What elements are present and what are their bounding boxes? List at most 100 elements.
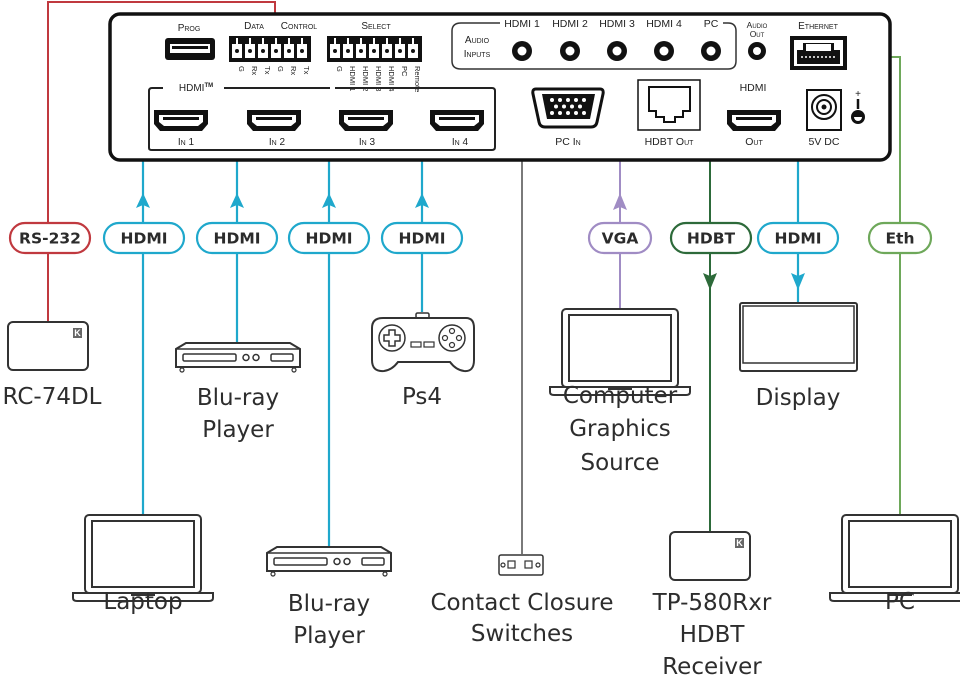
audio-inputs-label-2: Inputs bbox=[464, 49, 491, 60]
device-contact-closure-label-1: Contact Closure bbox=[431, 590, 614, 616]
audio-input-jack-icon[interactable] bbox=[560, 41, 580, 61]
arrow-up-vga bbox=[613, 193, 627, 210]
hdmi-in1-label: In 1 bbox=[178, 137, 195, 148]
svg-text:HDMI: HDMI bbox=[774, 230, 821, 248]
hdmi-out-top-label: HDMI bbox=[740, 82, 767, 94]
select-pin-label: HDMI 3 bbox=[374, 66, 383, 91]
device-receiver[interactable] bbox=[669, 531, 751, 581]
audio-input-name: HDMI 3 bbox=[599, 18, 635, 30]
cable-label-hdmi-out: HDMI bbox=[756, 221, 840, 255]
audio-out-jack-icon[interactable] bbox=[748, 42, 766, 60]
data-pin-label: Tx bbox=[302, 66, 311, 75]
power-jack-icon[interactable] bbox=[806, 89, 842, 131]
audio-out-label-2: Out bbox=[750, 29, 765, 39]
audio-input-name: PC bbox=[704, 18, 719, 30]
device-ps4-label: Ps4 bbox=[402, 384, 442, 410]
svg-text:Eth: Eth bbox=[885, 230, 914, 248]
svg-text:HDMI: HDMI bbox=[120, 230, 167, 248]
device-display-monitor[interactable] bbox=[739, 302, 858, 372]
arrow-down-hdmi-out bbox=[791, 273, 805, 290]
data-label: Data bbox=[244, 21, 264, 32]
audio-input-jack-icon[interactable] bbox=[701, 41, 721, 61]
audio-inputs-label-1: Audio bbox=[465, 35, 490, 46]
hdmi-in1-port[interactable] bbox=[154, 110, 208, 131]
data-pin-label: Tx bbox=[263, 66, 272, 75]
pc-in-label: PC In bbox=[555, 136, 580, 148]
svg-text:HDBT: HDBT bbox=[687, 230, 736, 248]
hdmi-in4-port[interactable] bbox=[430, 110, 484, 131]
svg-text:+: + bbox=[855, 89, 861, 100]
cable-label-hdmi-in3: HDMI bbox=[287, 221, 371, 255]
select-pin-label: HDMI 1 bbox=[348, 66, 357, 91]
data-pin-label: G bbox=[237, 66, 246, 72]
select-pin-labels: G HDMI 1 HDMI 2 HDMI 3 HDMI 4 PC Remote bbox=[335, 66, 422, 92]
cable-labels: RS-232 HDMI HDMI HDMI HDMI VGA HDBT HDMI Eth bbox=[8, 221, 933, 255]
device-bluray-bottom-label-1: Blu-ray bbox=[288, 591, 370, 617]
vga-port-icon[interactable] bbox=[531, 87, 605, 129]
device-bluray-top[interactable] bbox=[175, 342, 301, 373]
data-control-terminal-icon[interactable] bbox=[229, 36, 311, 62]
arrow-up-in3 bbox=[322, 193, 336, 208]
arrow-down-hdbt bbox=[703, 273, 717, 290]
cable-label-hdbt: HDBT bbox=[669, 221, 753, 255]
hdmi-out-port[interactable] bbox=[727, 110, 781, 131]
data-pin-label: Rx bbox=[289, 66, 298, 75]
ethernet-port-icon[interactable] bbox=[790, 36, 847, 70]
device-laptop-label: Laptop bbox=[103, 589, 182, 615]
wire-hdmi-in1 bbox=[141, 116, 152, 518]
hdmi-group-label: HDMITM bbox=[179, 83, 213, 94]
usb-port-icon[interactable] bbox=[165, 38, 215, 60]
arrows bbox=[136, 193, 805, 290]
svg-text:HDMI: HDMI bbox=[398, 230, 445, 248]
select-pin-label: HDMI 4 bbox=[387, 66, 396, 91]
select-pin-label: Remote bbox=[413, 66, 422, 92]
hdmi-in2-port[interactable] bbox=[247, 110, 301, 131]
hdmi-group-bracket bbox=[148, 87, 496, 151]
cable-label-rs232: RS-232 bbox=[8, 221, 92, 255]
polarity-icon: + bbox=[851, 89, 865, 124]
hdmi-in3-port[interactable] bbox=[339, 110, 393, 131]
hdmi-in2-label: In 2 bbox=[269, 137, 286, 148]
device-bluray-bottom[interactable] bbox=[266, 546, 392, 577]
device-bluray-bottom-label-2: Player bbox=[293, 623, 365, 649]
audio-input-jack-icon[interactable] bbox=[654, 41, 674, 61]
select-pin-label: HDMI 2 bbox=[361, 66, 370, 91]
hdbt-port-icon[interactable] bbox=[637, 79, 701, 131]
device-rc74dl[interactable] bbox=[7, 321, 89, 371]
device-ps4-gamepad-icon[interactable] bbox=[371, 312, 475, 373]
device-bluray-top-label-2: Player bbox=[202, 417, 274, 443]
device-bluray-top-label-1: Blu-ray bbox=[197, 385, 279, 411]
svg-text:RS-232: RS-232 bbox=[19, 230, 81, 248]
wire-hdbt bbox=[700, 103, 711, 531]
select-label: Select bbox=[361, 21, 391, 32]
select-terminal-icon[interactable] bbox=[327, 36, 422, 62]
power-label: 5V DC bbox=[809, 136, 840, 148]
select-pin-label: G bbox=[335, 66, 344, 72]
ethernet-label: Ethernet bbox=[798, 21, 838, 32]
device-computer-graphics-label-3: Source bbox=[581, 450, 660, 476]
audio-input-jack-icon[interactable] bbox=[512, 41, 532, 61]
cable-label-hdmi-in1: HDMI bbox=[102, 221, 186, 255]
arrow-up-in4 bbox=[415, 193, 429, 208]
device-rc74dl-label: RC-74DL bbox=[3, 384, 102, 410]
audio-input-jack-icon[interactable] bbox=[607, 41, 627, 61]
device-computer-graphics-label-2: Graphics bbox=[569, 416, 671, 442]
svg-text:VGA: VGA bbox=[602, 230, 639, 248]
device-contact-closure-switch-icon[interactable] bbox=[498, 554, 544, 576]
audio-input-name: HDMI 4 bbox=[646, 18, 682, 30]
audio-out-label-1: Audio bbox=[747, 20, 768, 30]
cable-label-hdmi-in4: HDMI bbox=[380, 221, 464, 255]
select-pin-label: PC bbox=[400, 66, 409, 77]
hdmi-in3-label: In 3 bbox=[359, 137, 376, 148]
audio-input-name: HDMI 1 bbox=[504, 18, 540, 30]
svg-text:HDMI: HDMI bbox=[213, 230, 260, 248]
device-pc-label: PC bbox=[885, 589, 915, 615]
audio-inputs-bracket bbox=[451, 22, 737, 70]
cable-label-eth: Eth bbox=[867, 221, 933, 255]
hdbt-out-label: HDBT Out bbox=[645, 136, 695, 148]
device-receiver-label-2: HDBT bbox=[680, 622, 746, 648]
